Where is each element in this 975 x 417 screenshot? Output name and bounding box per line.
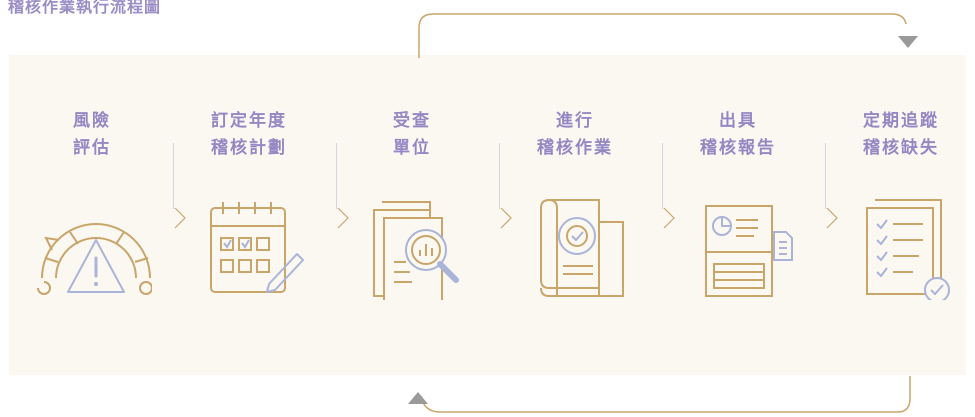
page-title: 稽核作業執行流程圖 bbox=[8, 0, 162, 16]
step-annual-audit-plan: 訂定年度 稽核計劃 bbox=[174, 108, 324, 308]
step-risk-assessment: 風險 評估 bbox=[17, 108, 167, 308]
step-divider bbox=[662, 143, 663, 209]
step-issue-audit-report: 出具 稽核報告 bbox=[663, 108, 813, 308]
risk-gauge-warning-icon bbox=[37, 223, 152, 295]
step-label: 受查 單位 bbox=[393, 111, 431, 158]
step-track-audit-deficiencies: 定期追蹤 稽核缺失 bbox=[826, 108, 975, 308]
arrow-up-icon bbox=[408, 392, 428, 404]
step-audited-unit: 受查 單位 bbox=[337, 108, 487, 308]
chevron-right-icon bbox=[337, 207, 349, 229]
flow-panel bbox=[9, 55, 966, 375]
step-divider bbox=[336, 143, 337, 209]
step-label: 進行 稽核作業 bbox=[537, 111, 613, 158]
report-document-icon bbox=[705, 205, 793, 297]
step-divider bbox=[173, 143, 174, 209]
chevron-right-icon bbox=[663, 207, 675, 229]
documents-magnifier-icon bbox=[373, 201, 459, 300]
chevron-right-icon bbox=[500, 207, 512, 229]
step-conduct-audit: 進行 稽核作業 bbox=[500, 108, 650, 308]
step-divider bbox=[499, 143, 500, 209]
scroll-blueprint-icon bbox=[540, 199, 624, 297]
step-label: 風險 評估 bbox=[73, 111, 111, 158]
calendar-pencil-icon bbox=[210, 202, 304, 293]
step-label: 定期追蹤 稽核缺失 bbox=[863, 111, 939, 158]
checklist-approved-icon bbox=[866, 199, 950, 300]
step-label: 出具 稽核報告 bbox=[700, 111, 776, 158]
step-divider bbox=[825, 143, 826, 209]
chevron-right-icon bbox=[174, 207, 186, 229]
step-label: 訂定年度 稽核計劃 bbox=[211, 111, 287, 158]
arrow-down-icon bbox=[898, 36, 918, 48]
chevron-right-icon bbox=[826, 207, 838, 229]
